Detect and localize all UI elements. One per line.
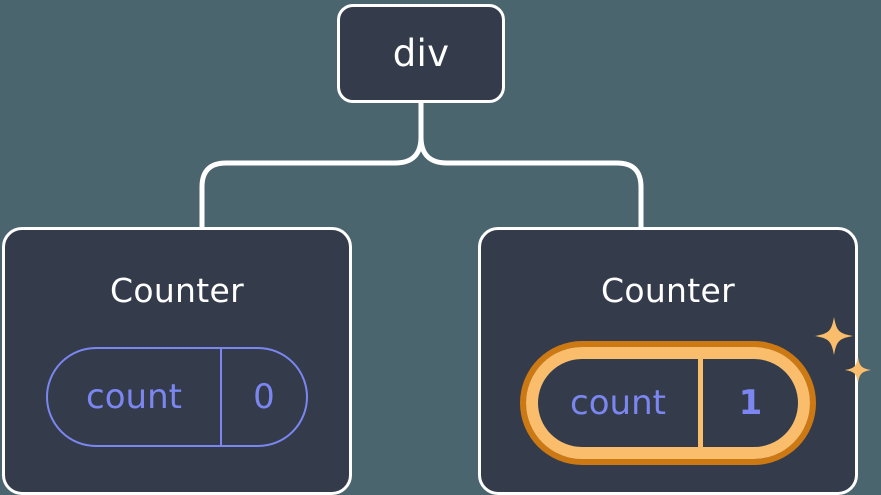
state-value-left: 0	[220, 349, 306, 445]
node-div[interactable]: div	[337, 4, 505, 103]
state-key-left: count	[86, 377, 182, 417]
state-pill-wrapper-right: count 1	[526, 317, 871, 459]
connector-left	[199, 100, 424, 230]
sparkle-large-icon	[815, 317, 853, 355]
connector-right	[418, 100, 644, 230]
node-div-label: div	[392, 32, 450, 75]
node-counter-right[interactable]: Counter count 1	[478, 227, 871, 495]
state-pill-right-highlighted[interactable]: count 1	[526, 347, 810, 459]
state-value-right: 1	[698, 359, 798, 447]
node-counter-right-label: Counter	[601, 271, 735, 310]
sparkle-small-icon	[845, 357, 871, 383]
state-pill-left[interactable]: count 0	[46, 347, 308, 447]
node-counter-left-label: Counter	[110, 271, 244, 310]
state-pill-wrapper-left: count 0	[46, 347, 308, 447]
state-key-right: count	[570, 383, 666, 423]
sparkle-icons-group	[815, 317, 871, 383]
node-counter-left[interactable]: Counter count 0	[2, 227, 352, 495]
